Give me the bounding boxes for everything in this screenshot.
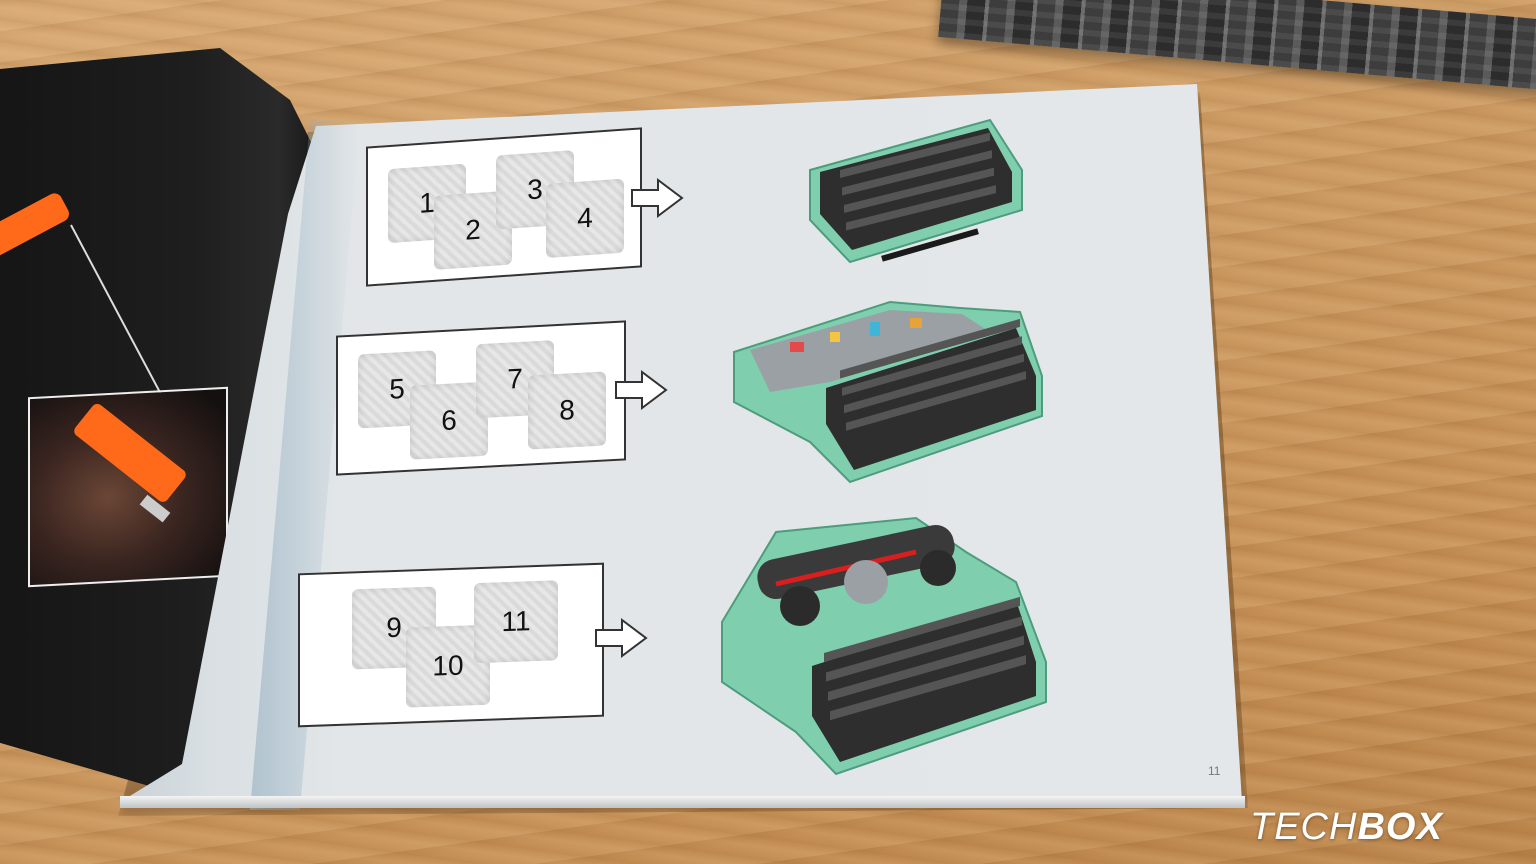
bag: 11 bbox=[474, 580, 558, 664]
watermark-part-2: BOX bbox=[1357, 806, 1443, 848]
techbox-watermark: TECHBOX bbox=[1250, 806, 1443, 849]
typewriter-mechanism-model bbox=[733, 300, 1043, 484]
bag-number: 11 bbox=[501, 605, 531, 638]
bag-number: 4 bbox=[577, 201, 593, 234]
hand-with-brick-separator-photo bbox=[28, 386, 228, 588]
typewriter-complete-model bbox=[721, 516, 1047, 776]
step-arrow-icon bbox=[595, 618, 648, 658]
bag-number: 8 bbox=[559, 394, 575, 426]
page-edge bbox=[120, 796, 1245, 808]
watermark-part-1: TECH bbox=[1250, 806, 1358, 848]
bag-group-3: 9 10 11 bbox=[298, 562, 604, 728]
bag-group-1: 1 2 3 4 bbox=[366, 127, 642, 287]
typewriter-keyboard-model bbox=[809, 118, 1023, 264]
step-arrow-icon bbox=[615, 370, 668, 410]
brick-separator-icon bbox=[71, 401, 189, 505]
step-arrow-icon bbox=[631, 178, 684, 218]
page-number: 11 bbox=[1208, 764, 1221, 778]
bag: 4 bbox=[546, 178, 624, 259]
bag-group-2: 5 6 7 8 bbox=[336, 320, 626, 476]
bag: 8 bbox=[528, 371, 606, 450]
